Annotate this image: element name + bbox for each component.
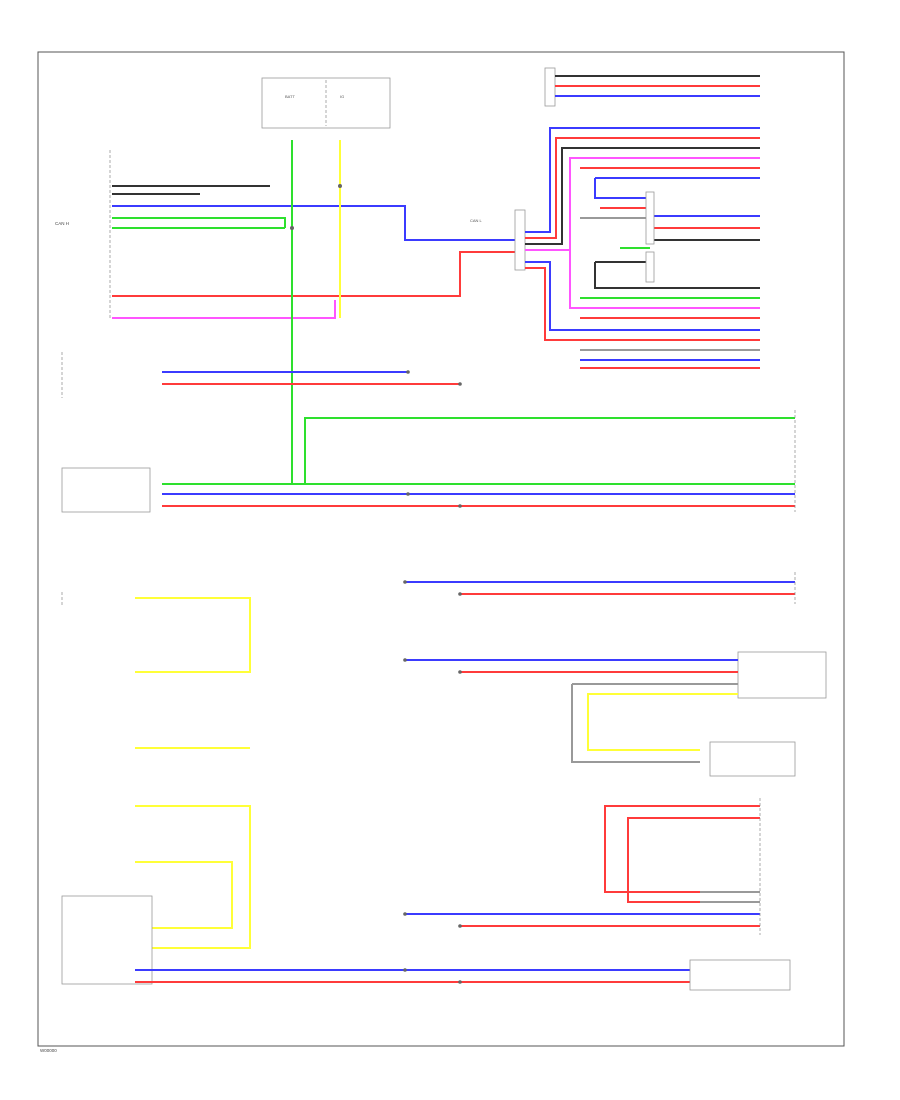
fuse-a-label: BATT <box>285 94 295 99</box>
meter-module <box>709 741 796 777</box>
body-module-right <box>737 651 827 699</box>
ignition-bus <box>304 417 795 484</box>
connector-right-b <box>645 251 655 283</box>
gauge-control-module <box>61 467 151 513</box>
ecm-label: CAN H <box>55 221 69 226</box>
connector-top-right <box>544 67 556 107</box>
footer-code: W00000 <box>40 1048 57 1053</box>
connector-right-a <box>645 191 655 245</box>
joint-label: CAN L <box>470 218 483 223</box>
bottom-right-module <box>689 959 791 991</box>
diagram-frame <box>37 51 845 1047</box>
fuse-b-label: IG <box>340 94 344 99</box>
joint-connector <box>514 209 526 271</box>
can-high-upper <box>112 205 520 241</box>
